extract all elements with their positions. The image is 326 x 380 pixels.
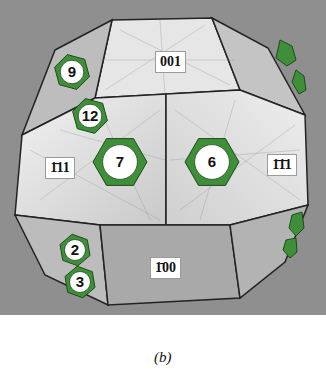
callout-number: 9 [53,64,91,80]
callout-number: 7 [92,154,148,170]
callout-number: 2 [58,242,92,258]
habit-plane-marker: 6 [184,134,240,190]
callout-number: 3 [63,274,97,290]
figure-caption: (b) [154,349,172,366]
callout-number: 6 [184,154,240,170]
face-index-label: 001 [155,51,186,73]
miller-index: 1̄00 [151,260,180,276]
miller-index: 1̄1̄1 [268,157,296,173]
habit-plane-marker: 12 [71,97,109,135]
miller-index: 1̄11 [46,160,74,176]
face-index-label: 1̄11 [45,157,75,179]
face-index-label: 1̄1̄1 [267,154,297,176]
habit-plane-marker: 9 [53,53,91,91]
habit-plane-marker: 7 [92,134,148,190]
miller-index: 001 [156,54,185,70]
face-index-label: 1̄00 [150,257,181,279]
habit-plane-marker: 3 [63,265,97,299]
habit-plane-marker: 2 [58,233,92,267]
callout-number: 12 [71,108,109,124]
